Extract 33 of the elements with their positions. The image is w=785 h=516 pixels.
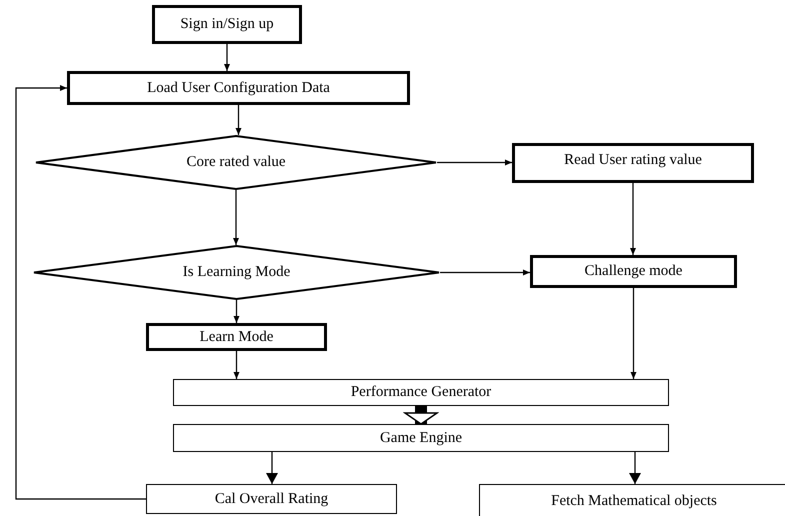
node-text: Challenge mode xyxy=(584,263,682,280)
node-text: Cal Overall Rating xyxy=(214,490,328,508)
arrow xyxy=(233,190,239,245)
arrow xyxy=(629,452,641,484)
arrow xyxy=(630,183,636,255)
process-box xyxy=(479,484,785,516)
process-box xyxy=(152,5,302,44)
node-text: Game Engine xyxy=(380,430,462,446)
block-arrow xyxy=(404,406,438,425)
arrow xyxy=(224,44,230,71)
process-box xyxy=(173,424,669,452)
arrow xyxy=(234,300,240,323)
node-text: Performance Generator xyxy=(350,384,492,401)
arrow xyxy=(437,160,512,166)
process-box xyxy=(67,71,410,105)
arrow xyxy=(15,85,146,500)
node-text: Fetch Mathematical objects xyxy=(551,492,717,510)
node-text: Load User Configuration Data xyxy=(147,80,330,96)
arrow xyxy=(236,105,242,135)
node-text: Core rated value xyxy=(186,154,286,171)
process-box xyxy=(173,379,669,406)
arrow xyxy=(440,270,530,276)
process-box xyxy=(146,484,397,514)
arrow xyxy=(630,288,636,379)
arrow xyxy=(266,452,278,484)
node-text: Learn Mode xyxy=(200,328,274,346)
arrow xyxy=(234,351,240,379)
node-text: Is Learning Mode xyxy=(182,264,290,281)
process-box xyxy=(530,255,737,288)
node-text: Read User rating value xyxy=(564,152,702,169)
process-box xyxy=(146,323,327,351)
node-text: Sign in/Sign up xyxy=(180,16,274,33)
process-box xyxy=(512,143,754,183)
